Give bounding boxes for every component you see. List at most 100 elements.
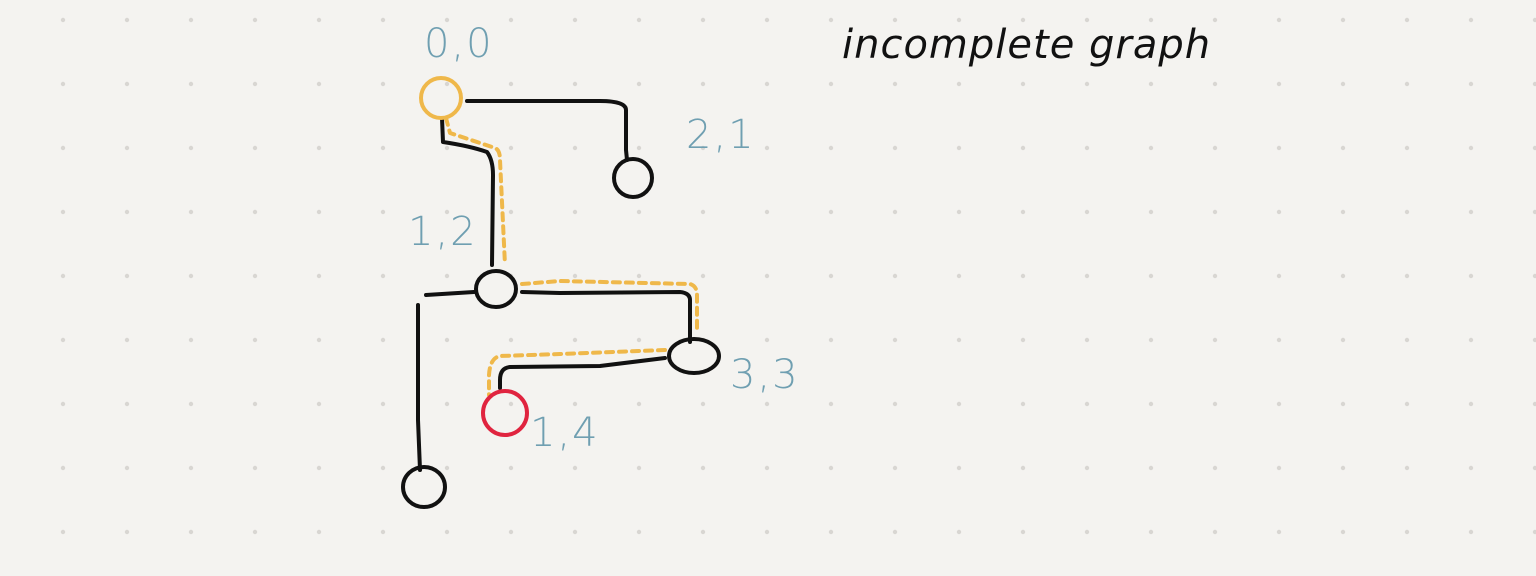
grid-dot: [60, 337, 66, 343]
grid-dot: [124, 17, 130, 23]
grid-dot: [1532, 529, 1536, 535]
grid-dot: [124, 145, 130, 151]
grid-dot: [572, 209, 578, 215]
grid-dot: [124, 337, 130, 343]
grid-dot: [380, 337, 386, 343]
grid-dot: [1212, 529, 1218, 535]
grid-dot: [572, 17, 578, 23]
grid-dot: [1020, 145, 1026, 151]
grid-dot: [1276, 145, 1282, 151]
grid-dot: [1148, 401, 1154, 407]
grid-dot: [636, 401, 642, 407]
grid-dot: [828, 401, 834, 407]
grid-dot: [1404, 337, 1410, 343]
grid-dot: [1340, 17, 1346, 23]
grid-dot: [636, 17, 642, 23]
grid-dot: [828, 145, 834, 151]
grid-dot: [316, 273, 322, 279]
grid-dot: [380, 17, 386, 23]
grid-dot: [1532, 401, 1536, 407]
grid-dot: [1468, 17, 1474, 23]
grid-dot: [1532, 209, 1536, 215]
grid-dot: [1148, 273, 1154, 279]
grid-dot: [1148, 465, 1154, 471]
grid-dot: [60, 17, 66, 23]
grid-dot: [892, 337, 898, 343]
grid-dot: [1276, 529, 1282, 535]
grid-dot: [508, 401, 514, 407]
grid-dot: [444, 145, 450, 151]
grid-dot: [892, 465, 898, 471]
label-1-2: 1,2: [408, 209, 478, 255]
grid-dot: [1532, 337, 1536, 343]
dot-grid: [60, 17, 1536, 535]
grid-dot: [252, 401, 258, 407]
grid-dot: [700, 465, 706, 471]
grid-dot: [316, 465, 322, 471]
grid-dot: [1404, 145, 1410, 151]
grid-dot: [892, 81, 898, 87]
grid-dot: [60, 465, 66, 471]
grid-dot: [444, 273, 450, 279]
grid-dot: [1276, 465, 1282, 471]
grid-dot: [1340, 209, 1346, 215]
grid-dot: [60, 273, 66, 279]
edge-1-2-to-3-3: [520, 290, 692, 344]
grid-dot: [636, 145, 642, 151]
grid-dot: [1148, 209, 1154, 215]
grid-dot: [124, 81, 130, 87]
grid-dot: [764, 465, 770, 471]
grid-dot: [1212, 17, 1218, 23]
grid-dot: [1340, 81, 1346, 87]
grid-dot: [764, 209, 770, 215]
grid-dot: [1084, 465, 1090, 471]
edges: [416, 99, 692, 472]
grid-dot: [764, 529, 770, 535]
grid-dot: [1020, 273, 1026, 279]
grid-dot: [700, 401, 706, 407]
grid-dot: [1084, 209, 1090, 215]
grid-dot: [1468, 529, 1474, 535]
grid-dot: [1340, 273, 1346, 279]
grid-dot: [956, 337, 962, 343]
grid-dot: [1468, 209, 1474, 215]
nodes: [401, 76, 721, 509]
grid-dot: [828, 273, 834, 279]
grid-dot: [1276, 17, 1282, 23]
grid-dot: [1468, 145, 1474, 151]
grid-dot: [316, 337, 322, 343]
grid-dot: [700, 273, 706, 279]
grid-dot: [636, 81, 642, 87]
grid-dot: [636, 273, 642, 279]
node-bottom: [401, 465, 447, 509]
grid-dot: [124, 465, 130, 471]
grid-dot: [60, 401, 66, 407]
grid-dot: [700, 145, 706, 151]
grid-dot: [1212, 81, 1218, 87]
edge-0-0-to-2-1: [465, 99, 629, 162]
node-labels: 0,0 2,1 1,2 3,3 1,4: [408, 21, 798, 456]
edge-0-0-to-1-2: [440, 116, 495, 267]
grid-dot: [444, 81, 450, 87]
grid-dot: [380, 529, 386, 535]
grid-dot: [1532, 17, 1536, 23]
grid-dot: [1212, 273, 1218, 279]
grid-dot: [252, 273, 258, 279]
grid-dot: [956, 145, 962, 151]
grid-dot: [1084, 401, 1090, 407]
grid-dot: [892, 401, 898, 407]
grid-dot: [1084, 81, 1090, 87]
grid-dot: [1468, 81, 1474, 87]
grid-dot: [1148, 529, 1154, 535]
grid-dot: [1020, 17, 1026, 23]
grid-dot: [1148, 337, 1154, 343]
grid-dot: [1468, 273, 1474, 279]
grid-dot: [60, 209, 66, 215]
edge-1-2-to-bottom: [416, 290, 476, 472]
grid-dot: [1020, 337, 1026, 343]
grid-dot: [60, 529, 66, 535]
grid-dot: [1020, 401, 1026, 407]
node-start: [419, 76, 463, 120]
grid-dot: [508, 465, 514, 471]
